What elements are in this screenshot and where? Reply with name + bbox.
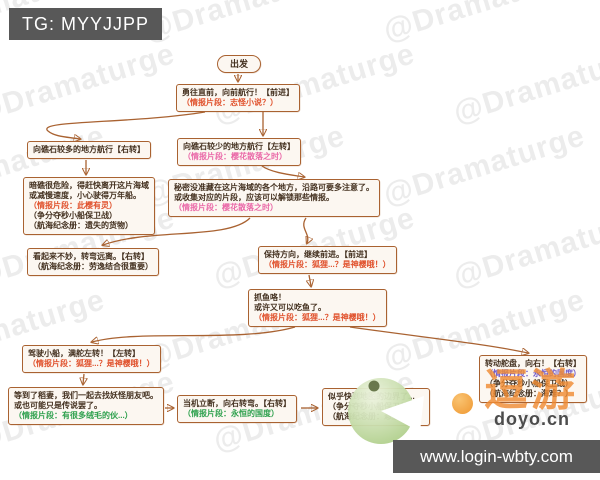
node-line: 勇往直前，向前航行！【前进】	[182, 88, 294, 97]
node-line: 看起来不妙，转弯远离。【右转】	[33, 252, 149, 261]
footer-url-text: www.login-wbty.com	[420, 446, 573, 466]
node-line: 暗礁很危险，得赶快离开这片海域	[29, 181, 149, 190]
node-line: （情报片段：有很多绒毛的伙...）	[14, 411, 133, 420]
node-line: 向礁石较多的地方航行【右转】	[33, 145, 145, 154]
node-start: 出发	[217, 55, 262, 73]
node-line: 驾驶小船，满舵左转！【左转】	[28, 349, 140, 358]
node-catch-fish: 抓鱼咯！ 或许又可以吃鱼了。 （情报片段：狐狸...？是神樱哦！）	[248, 289, 387, 327]
node-line: 抓鱼咯！	[254, 293, 286, 302]
node-fewer-reefs: 向礁石较少的地方航行【左转】 （情报片段：樱花散落之时）	[177, 138, 301, 166]
node-line: 向礁石较少的地方航行【左转】	[183, 142, 295, 151]
node-line: 秘密没准藏在这片海域的各个地方，沿路可要多注意了。	[174, 183, 374, 192]
node-more-reefs: 向礁石较多的地方航行【右转】	[27, 141, 151, 159]
node-line: （情报片段：志怪小说？）	[182, 98, 278, 107]
node-reef-danger: 暗礁很危险，得赶快离开这片海域 或减慢速度，小心驶得万年船。 （情报片段：此樱有…	[23, 177, 155, 235]
telegram-channel-badge: TG: MYYJJPP	[9, 8, 163, 40]
node-sail-forward: 勇往直前，向前航行！【前进】 （情报片段：志怪小说？）	[176, 84, 300, 112]
doyo-logo-icon	[348, 378, 424, 444]
watermark-text: @Dramaturge	[379, 119, 589, 212]
node-line: 或也可能只是传说罢了。	[14, 401, 102, 410]
node-line: （航海纪念册：遗失的货物）	[29, 221, 133, 230]
node-line: （情报片段：永恒的国度）	[183, 409, 279, 418]
node-keep-forward: 保持方向，继续前进。【前进】 （情报片段：狐狸...？是神樱哦！）	[258, 246, 397, 274]
node-line: 当机立断，向右转弯。【右转】	[183, 399, 291, 408]
node-line: （情报片段：樱花散落之时）	[183, 152, 287, 161]
watermark-text: @Dramaturge	[379, 0, 589, 48]
node-turn-away: 看起来不妙，转弯远离。【右转】 （航海纪念册：劳逸结合很重要）	[27, 248, 159, 276]
node-line: （情报片段：永恒的国度）	[485, 369, 581, 378]
node-line: （航海纪念册：海难？）	[485, 389, 573, 398]
node-decisive-right: 当机立断，向右转弯。【右转】 （情报片段：永恒的国度）	[177, 395, 297, 423]
node-wheel-right: 转动舵盘，向右！【右转】 （情报片段：永恒的国度） （争分夺秒小船保卫战） （航…	[479, 355, 587, 403]
node-line: 转动舵盘，向右！【右转】	[485, 359, 581, 368]
node-line: 保持方向，继续前进。【前进】	[264, 250, 372, 259]
doyo-domain-text: doyo.cn	[494, 409, 571, 429]
node-line: （情报片段：狐狸...？是神樱哦！）	[28, 359, 155, 368]
node-line: （航海纪念册：劳逸结合很重要）	[33, 262, 153, 271]
doyo-ball-icon	[452, 393, 473, 414]
node-line: （情报片段：此樱有灵）	[29, 201, 117, 210]
node-line: 或收集对应的片段，应该可以解锁那些情报。	[174, 193, 334, 202]
footer-url-bar: www.login-wbty.com	[393, 440, 600, 473]
node-line: 或许又可以吃鱼了。	[254, 303, 326, 312]
node-rudder-left: 驾驶小船，满舵左转！【左转】 （情报片段：狐狸...？是神樱哦！）	[22, 345, 161, 373]
node-line: （争分夺秒小船保卫战）	[29, 211, 117, 220]
node-hidden-secret: 秘密没准藏在这片海域的各个地方，沿路可要多注意了。 或收集对应的片段，应该可以解…	[168, 179, 380, 217]
watermark-text: @Dramaturge	[0, 37, 179, 130]
node-line: （情报片段：狐狸...？是神樱哦！）	[264, 260, 391, 269]
node-inazuma-friends: 等到了稻妻，我们一起去找妖怪朋友吧。 或也可能只是传说罢了。 （情报片段：有很多…	[8, 387, 164, 425]
node-line: 等到了稻妻，我们一起去找妖怪朋友吧。	[14, 391, 158, 400]
watermark-text: @Dramaturge	[139, 0, 349, 48]
node-line: （争分夺秒小船保卫战）	[485, 379, 573, 388]
node-line: （情报片段：狐狸...？是神樱哦！）	[254, 313, 381, 322]
node-line: （情报片段：樱花散落之时）	[174, 203, 278, 212]
node-line: 或减慢速度，小心驶得万年船。	[29, 191, 141, 200]
doyo-brand-text: 逗游	[484, 366, 578, 415]
watermark-text: @Dramaturge	[449, 201, 600, 294]
watermark-text: @Dramaturge	[449, 37, 600, 130]
node-line: 出发	[230, 59, 249, 69]
